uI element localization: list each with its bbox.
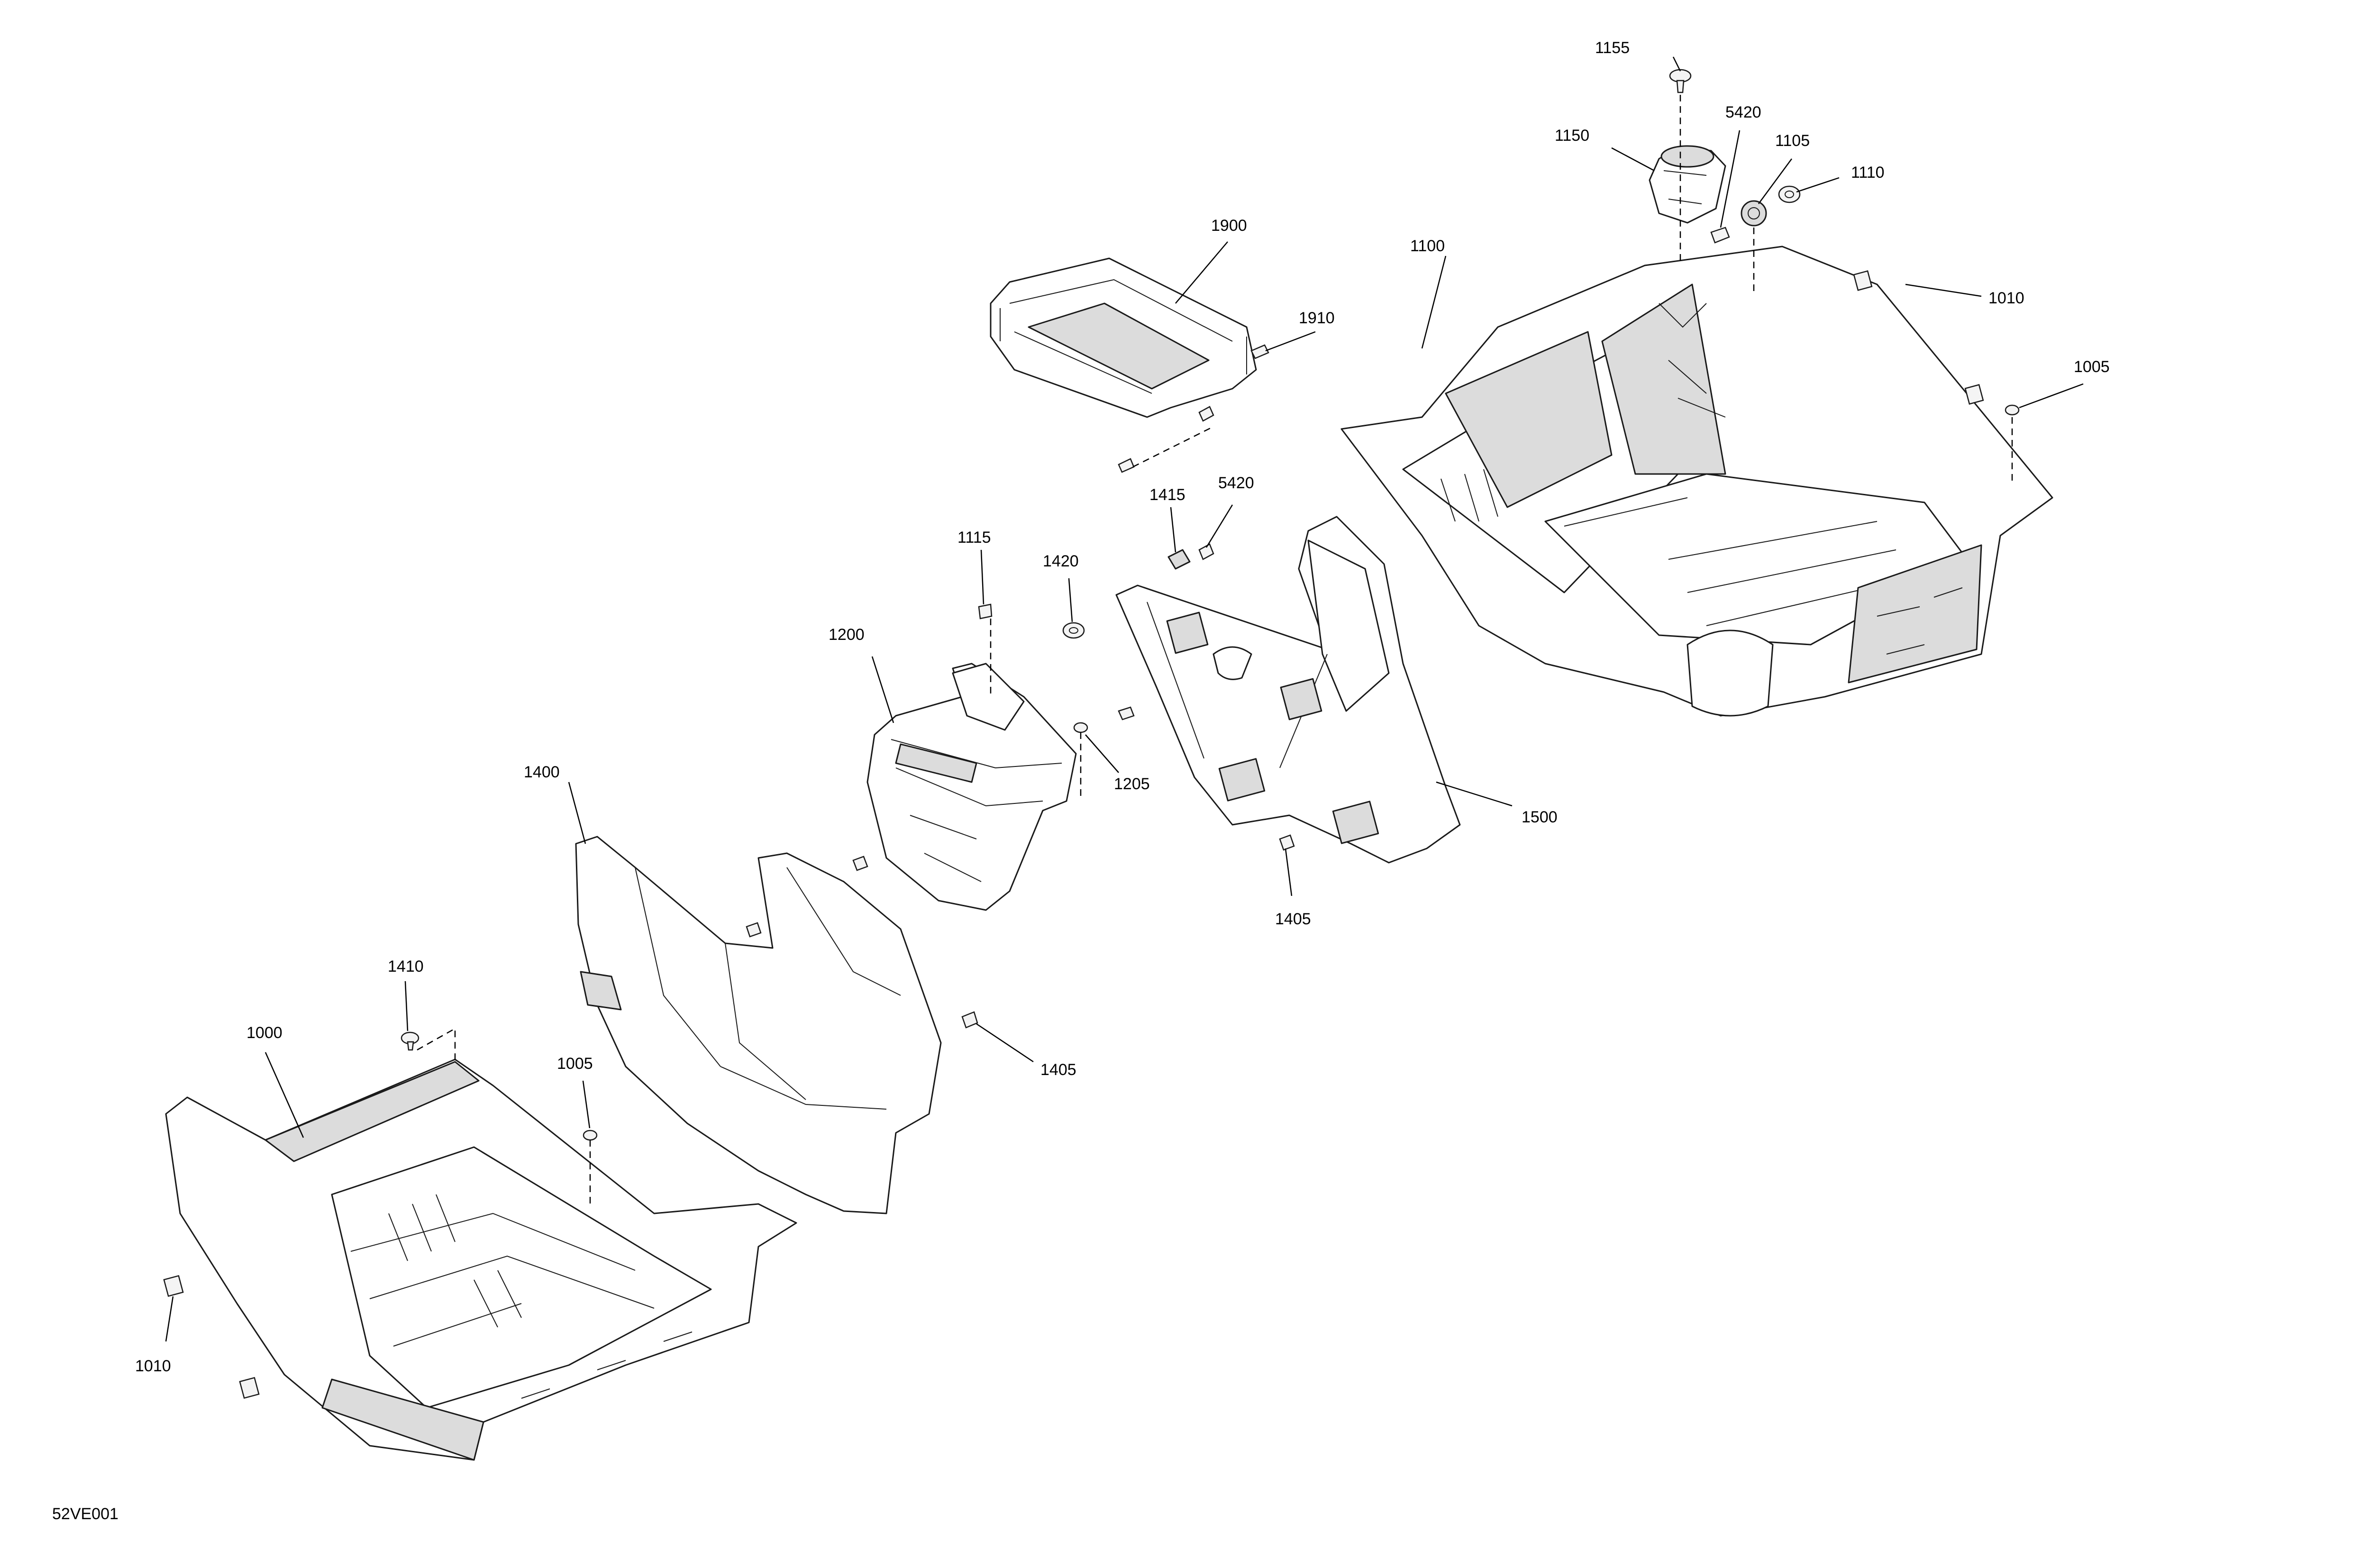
callout-1010-right: 1010 <box>1988 289 2024 307</box>
callout-1420: 1420 <box>1043 552 1079 570</box>
part-1400-side-panel <box>575 836 942 1214</box>
part-1005-pin-right <box>2005 404 2020 416</box>
callout-1415: 1415 <box>1149 486 1185 504</box>
callout-1200: 1200 <box>829 626 865 644</box>
part-1415-clip-mid <box>1167 549 1191 570</box>
callout-1155: 1155 <box>1595 39 1630 57</box>
part-1150-cup-holder <box>1649 145 1726 224</box>
callout-1400: 1400 <box>524 763 560 781</box>
callout-labels: 1155 1150 5420 1105 1110 1900 1100 1010 … <box>52 39 2110 1523</box>
leader-lines <box>165 56 2084 1342</box>
callout-1910: 1910 <box>1299 309 1335 327</box>
part-5420-clip-upper <box>1710 227 1730 244</box>
assembly-lines <box>417 95 2013 1204</box>
callout-1115: 1115 <box>957 529 991 547</box>
part-1155-screw <box>1669 69 1692 93</box>
callout-5420-mid: 5420 <box>1218 474 1254 492</box>
part-1420-washer <box>1062 622 1085 639</box>
part-1115-fastener <box>978 603 993 620</box>
part-1500-console-panel <box>1115 516 1461 864</box>
part-1005-pin-left <box>583 1130 598 1141</box>
callout-5420-upper: 5420 <box>1725 103 1761 121</box>
callout-1000: 1000 <box>246 1024 283 1042</box>
part-1000-front-tub <box>165 1058 797 1461</box>
diagram-code: 52VE001 <box>52 1505 118 1523</box>
part-1010-nut-right <box>1853 270 1984 405</box>
callout-1205: 1205 <box>1114 775 1150 793</box>
callout-1405-mid: 1405 <box>1275 910 1311 928</box>
part-1010-nuts-left <box>163 1275 260 1399</box>
callout-1010-left: 1010 <box>135 1357 171 1375</box>
part-1900-storage-bin <box>990 257 1257 418</box>
part-1405-clips <box>746 834 1295 1029</box>
callout-1005-right: 1005 <box>2074 358 2110 376</box>
part-1910-screws <box>1118 344 1269 473</box>
part-1410-screw <box>401 1031 419 1051</box>
callout-1405-left: 1405 <box>1040 1061 1076 1079</box>
callout-1410: 1410 <box>388 957 424 975</box>
callout-1900: 1900 <box>1211 217 1247 235</box>
callout-1100: 1100 <box>1410 237 1445 255</box>
part-1100-rear-tub <box>1340 246 2053 717</box>
part-5420-clip-mid <box>1198 543 1214 560</box>
part-1200-battery-tray <box>866 663 1077 911</box>
part-1110-washer <box>1778 185 1801 203</box>
callout-1005-left: 1005 <box>557 1055 593 1073</box>
callout-1500: 1500 <box>1522 808 1558 826</box>
part-1205-pins <box>1073 706 1135 733</box>
part-1105-grommet <box>1741 200 1767 227</box>
callout-1105: 1105 <box>1775 132 1810 150</box>
callout-1150: 1150 <box>1555 127 1589 145</box>
callout-1110: 1110 <box>1851 164 1885 182</box>
